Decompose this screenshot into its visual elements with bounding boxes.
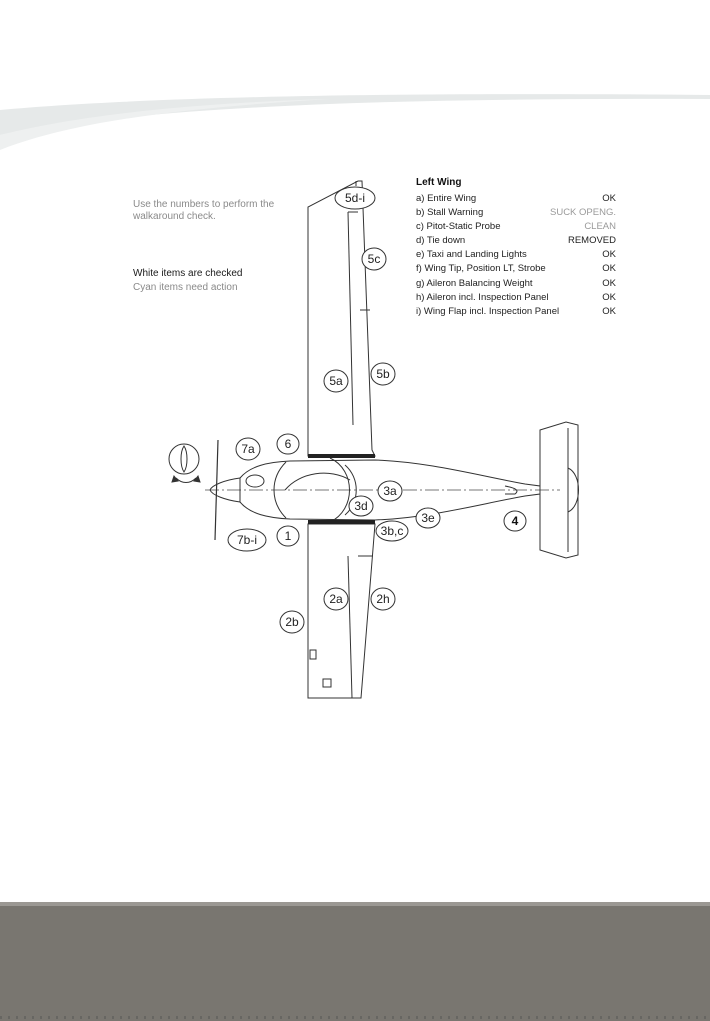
marker-2a[interactable]: 2a: [323, 587, 349, 611]
svg-text:5d-i: 5d-i: [345, 191, 365, 205]
svg-text:2b: 2b: [285, 615, 299, 629]
checklist-item[interactable]: b) Stall Warning SUCK OPENG.: [416, 206, 616, 220]
svg-text:3a: 3a: [383, 484, 397, 498]
checklist-item-label: i) Wing Flap incl. Inspection Panel: [416, 305, 560, 317]
instruction-text: Use the numbers to perform the walkaroun…: [133, 199, 275, 222]
svg-text:3e: 3e: [421, 511, 435, 525]
marker-5c[interactable]: 5c: [361, 247, 387, 271]
checklist-item-status: OK: [602, 263, 616, 275]
horizontal-stabilizer: [539, 421, 579, 559]
checklist-item-status: REMOVED: [567, 235, 616, 247]
checklist-item-status: CLEAN: [584, 221, 616, 233]
aircraft-walkaround-diagram: 5d-i 5c 5a 5b 7a 6 3a 3d: [168, 180, 579, 699]
svg-text:2a: 2a: [329, 592, 343, 606]
marker-5b[interactable]: 5b: [370, 362, 396, 386]
checklist-item[interactable]: g) Aileron Balancing Weight OK: [416, 277, 616, 291]
svg-text:5c: 5c: [368, 252, 381, 266]
checklist-item-status: SUCK OPENG.: [550, 207, 616, 219]
marker-3b-c[interactable]: 3b,c: [375, 520, 409, 542]
svg-text:6: 6: [285, 437, 292, 451]
checklist-item[interactable]: d) Tie down REMOVED: [416, 234, 616, 248]
marker-3e[interactable]: 3e: [415, 507, 441, 529]
legend-checked: White items are checked: [133, 268, 243, 279]
engine-cowl-detail: [245, 474, 265, 488]
marker-7a[interactable]: 7a: [235, 437, 261, 461]
checklist-item[interactable]: c) Pitot-Static Probe CLEAN: [416, 220, 616, 234]
checklist-item[interactable]: h) Aileron incl. Inspection Panel OK: [416, 291, 616, 305]
marker-6[interactable]: 6: [276, 433, 300, 455]
svg-text:1: 1: [285, 529, 292, 543]
checklist-item-label: h) Aileron incl. Inspection Panel: [416, 291, 549, 303]
checklist-item[interactable]: e) Taxi and Landing Lights OK: [416, 248, 616, 262]
footer-bar: [0, 906, 710, 1021]
svg-text:3d: 3d: [354, 499, 367, 513]
checklist-item[interactable]: i) Wing Flap incl. Inspection Panel OK: [416, 305, 616, 319]
checklist-item-status: OK: [602, 305, 616, 317]
checklist-item-label: f) Wing Tip, Position LT, Strobe: [416, 263, 546, 275]
marker-2h[interactable]: 2h: [370, 587, 396, 611]
legend-needs-action: Cyan items need action: [133, 282, 238, 293]
footer-dot-rule: [0, 1016, 710, 1019]
checklist-item-label: b) Stall Warning: [416, 207, 484, 219]
propeller-blade: [214, 439, 219, 541]
marker-7b-i[interactable]: 7b-i: [227, 528, 267, 552]
left-wing-outline: [307, 180, 376, 457]
checklist-item-status: OK: [602, 291, 616, 303]
checklist-item-status: OK: [602, 193, 616, 204]
marker-3d[interactable]: 3d: [348, 495, 374, 517]
marker-5d-i[interactable]: 5d-i: [334, 186, 376, 210]
checklist-item-label: d) Tie down: [416, 235, 466, 247]
propeller-rotation-icon: [168, 443, 201, 483]
checklist-item-label: c) Pitot-Static Probe: [416, 221, 501, 233]
svg-text:7b-i: 7b-i: [237, 533, 257, 547]
checklist-item-label: g) Aileron Balancing Weight: [416, 277, 533, 289]
spinner: [209, 477, 241, 503]
checklist-item-label: e) Taxi and Landing Lights: [416, 249, 527, 261]
svg-text:5a: 5a: [329, 374, 343, 388]
footer-edge: [0, 902, 710, 908]
left-wing-checklist: Left Wing a) Entire Wing OK b) Stall War…: [416, 177, 616, 319]
marker-4[interactable]: 4: [503, 510, 527, 532]
marker-3a[interactable]: 3a: [377, 480, 403, 502]
checklist-item-status: OK: [602, 249, 616, 261]
canopy: [273, 461, 287, 519]
marker-2b[interactable]: 2b: [279, 610, 305, 634]
svg-text:7a: 7a: [241, 442, 255, 456]
checklist-item[interactable]: a) Entire Wing OK: [416, 192, 616, 206]
svg-text:4: 4: [512, 514, 519, 528]
checklist-item-status: OK: [602, 277, 616, 289]
marker-5a[interactable]: 5a: [323, 369, 349, 393]
checklist-title: Left Wing: [416, 177, 462, 188]
header-swoosh: [0, 94, 710, 150]
marker-1[interactable]: 1: [276, 525, 300, 547]
checklist-item[interactable]: f) Wing Tip, Position LT, Strobe OK: [416, 262, 616, 276]
right-wing-outline: [307, 523, 376, 699]
checklist-item-label: a) Entire Wing: [416, 193, 477, 204]
svg-text:3b,c: 3b,c: [381, 524, 404, 538]
vertical-fin: [567, 467, 579, 513]
svg-text:5b: 5b: [376, 367, 390, 381]
svg-text:2h: 2h: [376, 592, 389, 606]
